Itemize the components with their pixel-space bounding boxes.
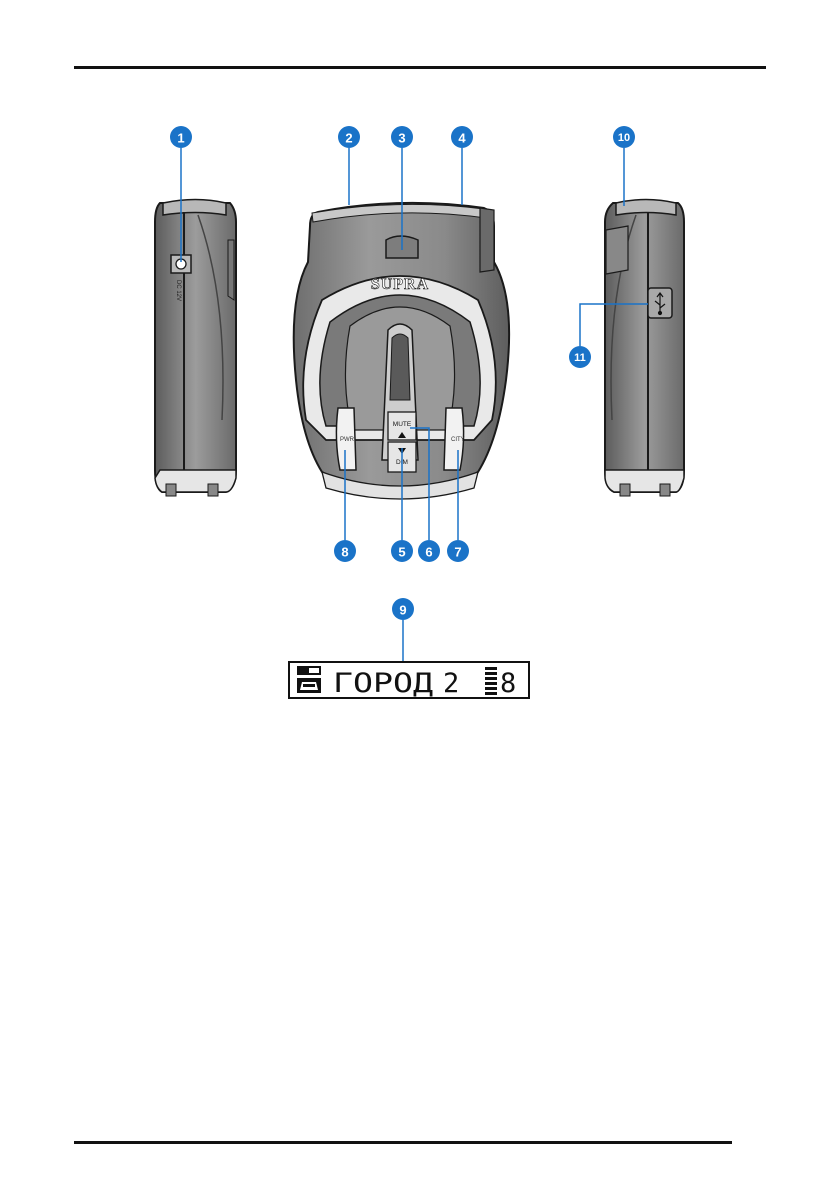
front-view: PWR CITY MUTE DIM SUPRA [292, 201, 511, 500]
usb-icon [654, 292, 666, 316]
callout-marker-9: 9 [392, 598, 414, 620]
callout-number: 10 [618, 132, 630, 144]
top-rule [74, 66, 766, 69]
left-side-view: DC 12V [154, 198, 237, 497]
callout-number: 11 [574, 352, 586, 364]
callout-marker-3: 3 [391, 126, 413, 148]
lcd-mode-text: ГОРОД [333, 668, 433, 699]
lcd-display: ГОРОД 2 8 [288, 661, 530, 699]
lcd-level: 2 [443, 668, 459, 699]
volume-bars-icon [485, 667, 497, 695]
callout-number: 7 [454, 545, 461, 560]
callout-marker-1: 1 [170, 126, 192, 148]
mute-button[interactable] [387, 411, 417, 441]
callout-marker-7: 7 [447, 540, 469, 562]
callout-marker-5: 5 [391, 540, 413, 562]
callout-number: 9 [399, 603, 406, 618]
callout-marker-8: 8 [334, 540, 356, 562]
callout-number: 2 [345, 131, 352, 146]
lcd-volume: 8 [500, 668, 516, 699]
car-icon [297, 678, 321, 693]
leader-lines [180, 148, 648, 662]
brand-logo: SUPRA [371, 276, 429, 293]
callout-number: 1 [177, 131, 184, 146]
callout-marker-2: 2 [338, 126, 360, 148]
callout-marker-11: 11 [569, 346, 591, 368]
callout-marker-4: 4 [451, 126, 473, 148]
callout-marker-6: 6 [418, 540, 440, 562]
callout-number: 4 [458, 131, 466, 146]
bottom-rule [74, 1141, 732, 1144]
right-side-view [604, 198, 685, 497]
city-button-label: CITY [451, 437, 465, 443]
pwr-button-label: PWR [340, 437, 355, 443]
battery-icon [297, 666, 321, 675]
callout-number: 3 [398, 131, 405, 146]
dc-jack-label: DC 12V [175, 280, 181, 301]
callout-number: 6 [425, 545, 432, 560]
mute-button-label: MUTE [393, 421, 412, 428]
callout-number: 8 [341, 545, 348, 560]
callout-number: 5 [398, 545, 405, 560]
callout-marker-10: 10 [613, 126, 635, 148]
